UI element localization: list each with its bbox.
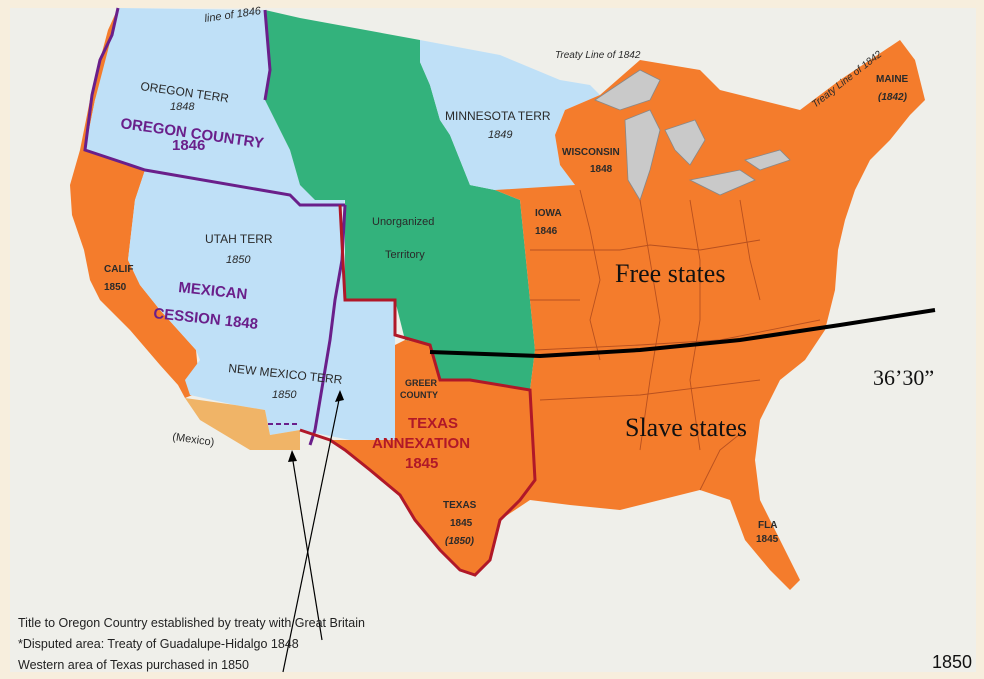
fla-label: FLA bbox=[758, 520, 777, 531]
texas-annexation-year: 1845 bbox=[405, 455, 438, 472]
slave-states-label: Slave states bbox=[625, 413, 747, 442]
texas-state-label: TEXAS bbox=[443, 500, 477, 511]
oregon-country-region bbox=[85, 8, 345, 210]
wisconsin-year: 1848 bbox=[590, 164, 613, 175]
iowa-label: IOWA bbox=[535, 208, 562, 219]
mexico-label: (Mexico) bbox=[172, 431, 215, 449]
legend-disputed-area: *Disputed area: Treaty of Guadalupe-Hida… bbox=[18, 637, 299, 651]
compromise-line-3630 bbox=[429, 308, 936, 359]
state-borders bbox=[530, 189, 821, 491]
oregon-east-border bbox=[263, 9, 272, 101]
eastern-states-region bbox=[330, 40, 925, 590]
unorganized-territory-region bbox=[265, 10, 535, 390]
annotation-arrows bbox=[282, 394, 341, 673]
unorganized-label: Unorganized bbox=[372, 216, 434, 228]
legend-texas-purchase: Western area of Texas purchased in 1850 bbox=[18, 658, 249, 672]
fla-year: 1845 bbox=[756, 534, 779, 545]
treaty-line-1842-label: Treaty Line of 1842 bbox=[555, 50, 641, 61]
great-lakes bbox=[594, 69, 791, 201]
texas-state-year2: (1850) bbox=[445, 536, 475, 547]
texas-annexation-border bbox=[299, 204, 537, 577]
texas-annexation-label-1: TEXAS bbox=[408, 415, 458, 432]
minnesota-terr-year: 1849 bbox=[488, 129, 512, 141]
iowa-year: 1846 bbox=[535, 226, 558, 237]
greer-county-label-2: COUNTY bbox=[400, 390, 438, 400]
oregon-country-year: 1846 bbox=[172, 137, 205, 154]
calif-year: 1850 bbox=[104, 282, 127, 293]
oregon-terr-year: 1848 bbox=[170, 101, 195, 113]
oregon-california-region bbox=[70, 8, 200, 398]
greer-county-label-1: GREER bbox=[405, 378, 438, 388]
mexican-cession-region bbox=[128, 170, 395, 440]
minnesota-territory-region bbox=[420, 40, 600, 190]
maine-year: (1842) bbox=[878, 92, 908, 103]
wisconsin-label: WISCONSIN bbox=[562, 147, 620, 158]
arrowhead-upper bbox=[335, 390, 344, 402]
new-mexico-terr-year: 1850 bbox=[272, 389, 297, 401]
oregon-country-border bbox=[83, 7, 345, 207]
legend-oregon-title: Title to Oregon Country established by t… bbox=[18, 616, 365, 630]
texas-annexation-label-2: ANNEXATION bbox=[372, 435, 470, 452]
utah-terr-label: UTAH TERR bbox=[205, 232, 273, 246]
calif-label: CALIF bbox=[104, 264, 133, 275]
territory-label: Territory bbox=[385, 249, 425, 261]
mexico-disputed-region bbox=[185, 398, 300, 450]
compromise-line-label: 36’30” bbox=[873, 365, 934, 390]
maine-label: MAINE bbox=[876, 74, 909, 85]
utah-terr-year: 1850 bbox=[226, 254, 251, 266]
free-states-label: Free states bbox=[615, 259, 725, 288]
arrowhead-lower bbox=[288, 450, 297, 462]
texas-state-year: 1845 bbox=[450, 518, 473, 529]
minnesota-terr-label: MINNESOTA TERR bbox=[445, 109, 551, 123]
map-year: 1850 bbox=[932, 652, 973, 672]
